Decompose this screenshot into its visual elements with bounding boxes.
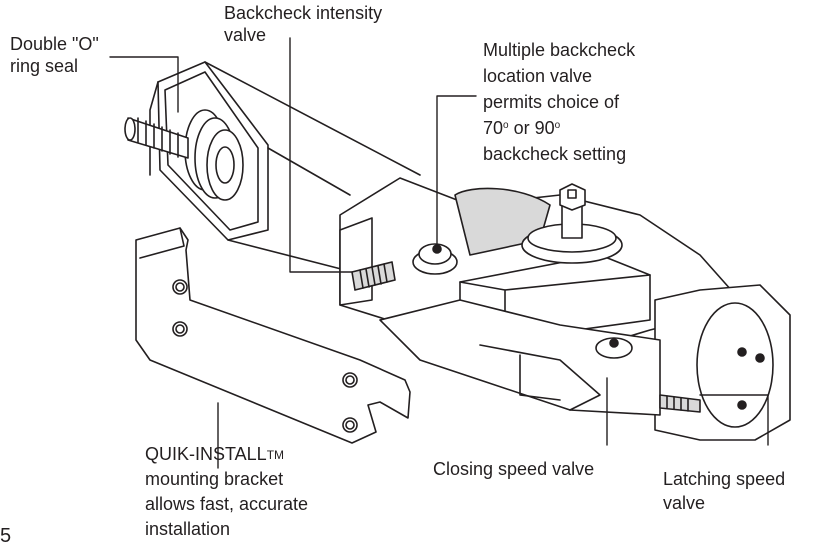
backcheck-intensity-valve — [351, 261, 396, 291]
closing-speed-valve — [595, 337, 633, 359]
label-line-brand: QUIK-INSTALLTM — [145, 442, 308, 467]
label-line: Double "O" — [10, 34, 99, 54]
label-o-ring-seal: Double "O" ring seal — [10, 33, 99, 77]
brand-name: QUIK-INSTALL — [145, 444, 267, 464]
label-line: Multiple backcheck — [483, 40, 636, 60]
angle-70: 70 — [483, 118, 504, 138]
o-ring-spring — [124, 117, 189, 159]
leader-lines — [109, 37, 769, 469]
trademark-symbol: TM — [266, 448, 285, 462]
angle-90: 90 — [534, 118, 555, 138]
label-line-angles: 70o or 90o — [483, 115, 635, 141]
degree-symbol: o — [503, 120, 509, 131]
label-line: Closing speed valve — [433, 459, 595, 479]
multiple-backcheck-valve — [412, 243, 458, 275]
latching-speed-valve — [659, 394, 701, 413]
closer-body — [204, 61, 421, 271]
page-mark: 5 — [0, 525, 12, 547]
label-multiple-backcheck: Multiple backcheck location valve permit… — [483, 37, 635, 167]
label-line: location valve — [483, 66, 593, 86]
label-quik-install: QUIK-INSTALLTM mounting bracket allows f… — [145, 442, 308, 542]
label-line: valve — [663, 493, 706, 513]
mounting-bracket — [135, 227, 411, 444]
label-closing-speed: Closing speed valve — [433, 458, 594, 480]
label-line: ring seal — [10, 56, 79, 76]
angle-or: or — [513, 118, 530, 138]
degree-symbol: o — [554, 120, 561, 131]
label-backcheck-intensity: Backcheck intensity valve — [224, 2, 382, 46]
label-latching-speed: Latching speed valve — [663, 467, 785, 515]
end-cap — [149, 61, 269, 241]
label-line: Backcheck intensity — [224, 3, 383, 23]
label-line: allows fast, accurate — [145, 494, 309, 514]
label-line: installation — [145, 519, 231, 539]
label-line: Latching speed — [663, 469, 786, 489]
label-line: backcheck setting — [483, 144, 627, 164]
main-housing — [339, 177, 791, 441]
label-line: valve — [224, 25, 267, 45]
label-line: mounting bracket — [145, 469, 284, 489]
label-line: permits choice of — [483, 92, 620, 112]
